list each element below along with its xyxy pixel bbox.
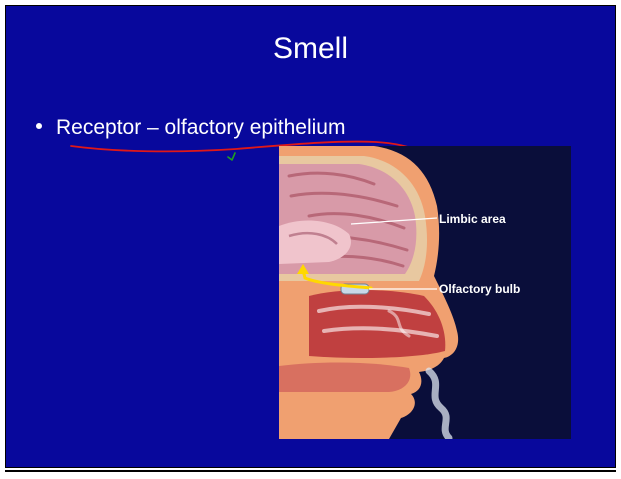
bullet-text: Receptor – olfactory epithelium bbox=[56, 116, 345, 139]
bullet-icon bbox=[36, 123, 42, 129]
slide: Smell Receptor – olfactory epithelium bbox=[5, 5, 616, 468]
bottom-divider bbox=[5, 470, 616, 472]
bullet-item: Receptor – olfactory epithelium bbox=[36, 116, 345, 140]
slide-title: Smell bbox=[6, 32, 615, 66]
head-cross-section-illustration bbox=[279, 146, 571, 439]
limbic-area-label: Limbic area bbox=[439, 212, 506, 226]
head-cross-section-figure: Limbic area Olfactory bulb bbox=[279, 146, 571, 439]
green-check-mark bbox=[228, 153, 235, 160]
olfactory-bulb-label: Olfactory bulb bbox=[439, 282, 520, 296]
